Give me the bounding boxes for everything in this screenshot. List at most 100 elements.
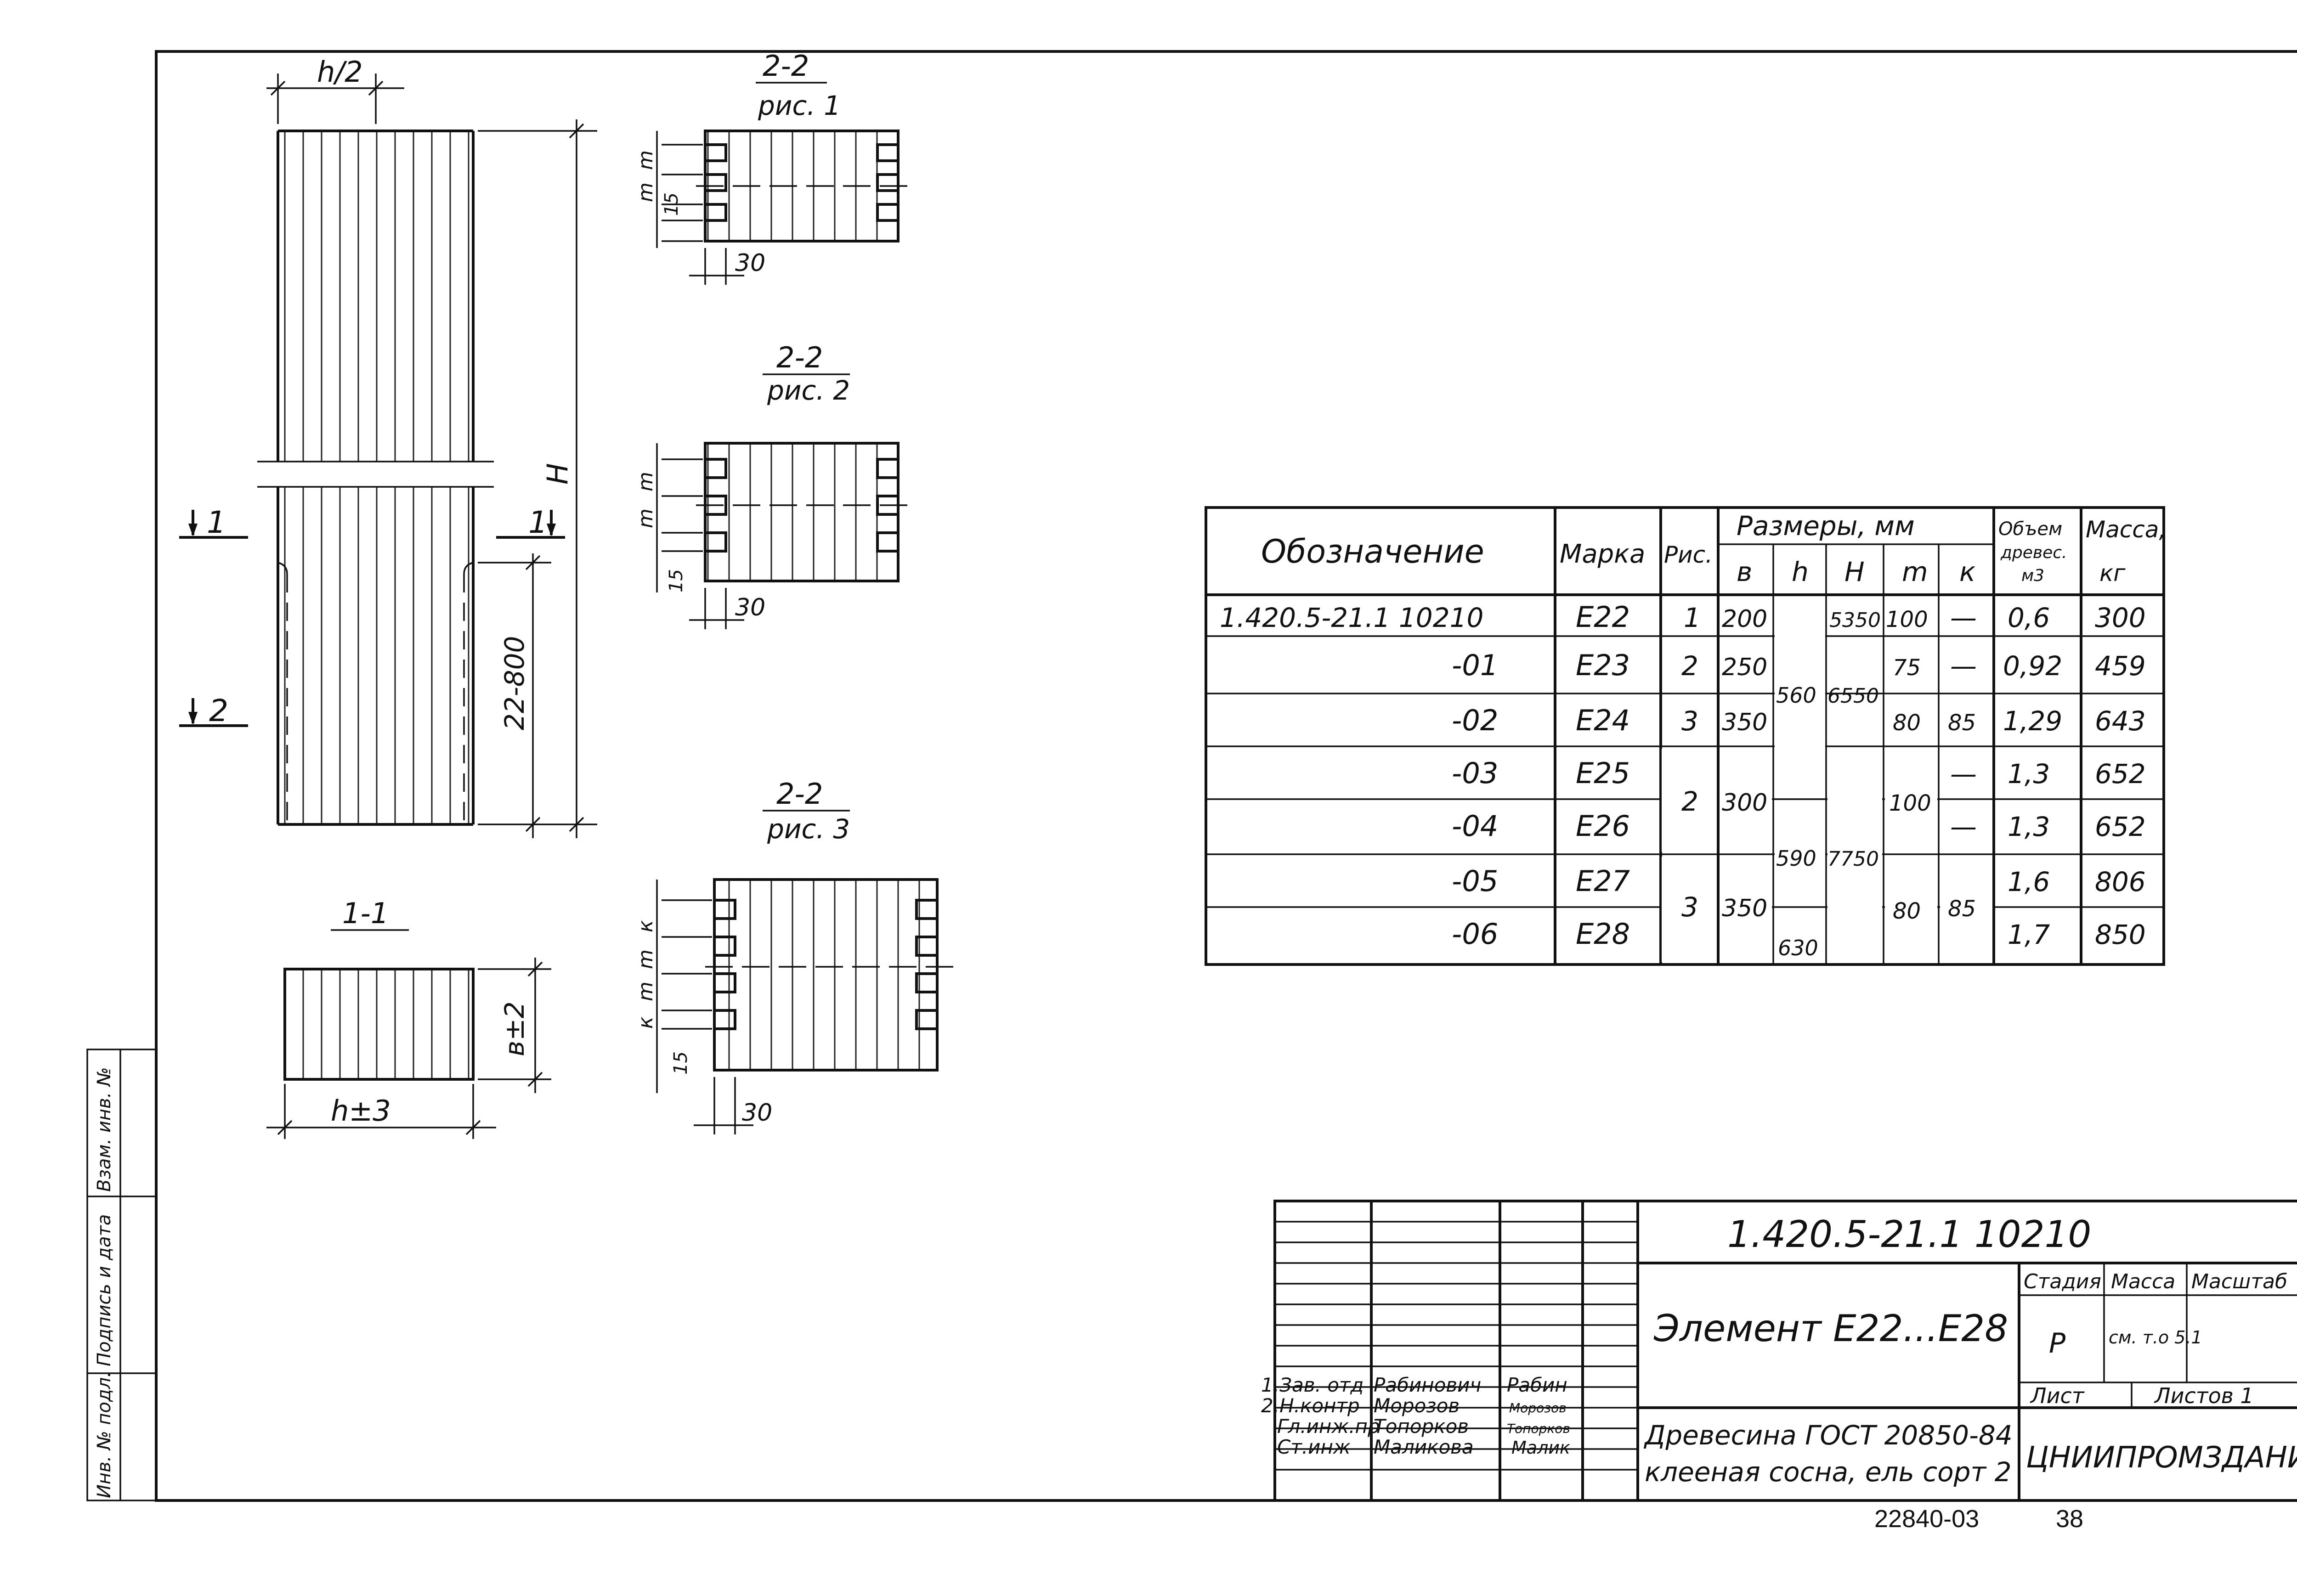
sig-name: Рабинович: [1374, 1374, 1481, 1396]
cell-H-r47: 7750: [1827, 847, 1879, 871]
signature-row: Ст.инж Маликова Малик: [1277, 1436, 1570, 1458]
table-row: -01 Е23 0,92 459: [1452, 649, 2146, 682]
cell-volume: 0,6: [2008, 602, 2050, 633]
cell-mark: Е27: [1576, 864, 1630, 898]
material-line2: клееная сосна, ель сорт 2: [1645, 1456, 2012, 1488]
cell-mass: 652: [2095, 758, 2146, 790]
element-title: Элемент Е22...Е28: [1653, 1307, 2008, 1350]
cut-mark-1-right: 1: [528, 505, 548, 540]
org-name: ЦНИИПРОМЗДАНИЙ: [2026, 1440, 2297, 1475]
dim-h-half: h/2: [317, 55, 363, 89]
signature-row: 1.Зав. отд Рабинович Рабин: [1261, 1374, 1567, 1396]
cut-mark-1-left: 1: [207, 505, 226, 540]
section-2-2-fig3: 2-2 рис. 3 к m m к 15 30: [634, 777, 956, 1134]
cell-designation: 1.420.5-21.1 10210: [1220, 602, 1483, 633]
fig2-30: 30: [735, 594, 765, 621]
material-line1: Древесина ГОСТ 20850-84: [1643, 1420, 2013, 1451]
cell-designation: -04: [1452, 809, 1498, 843]
fig3-m2: m: [634, 981, 657, 1001]
table-row: -05 Е27 1,6 806: [1452, 864, 2146, 898]
fig3-k1: к: [634, 920, 657, 932]
table-row: -06 Е28 1,7 850: [1452, 917, 2146, 951]
sig-sign: Рабин: [1507, 1374, 1567, 1396]
fig3-30: 30: [742, 1099, 772, 1127]
fig3-15: 15: [670, 1051, 691, 1075]
cell-mark: Е26: [1576, 809, 1630, 843]
th-mass-unit: кг: [2099, 560, 2126, 587]
section-fig1-title: 2-2: [763, 49, 809, 83]
cell-h-r13: 560: [1776, 683, 1816, 708]
cell-mass: 652: [2095, 811, 2146, 842]
table-row: -03 Е25 1,3 652: [1452, 756, 2146, 790]
table-row: -02 Е24 1,29 643: [1452, 704, 2146, 737]
cell-h-r7: 630: [1778, 936, 1818, 960]
sig-name: Морозов: [1374, 1394, 1460, 1417]
cell-mark: Е25: [1576, 756, 1630, 790]
dim-range: 22-800: [499, 636, 530, 730]
scale-label: Масштаб: [2191, 1270, 2287, 1293]
side-label-sign-date: Подпись и дата: [94, 1214, 115, 1366]
cell-k-r1: —: [1950, 602, 1977, 633]
table-row: -04 Е26 1,3 652: [1452, 809, 2146, 843]
cell-mark: Е22: [1576, 600, 1630, 634]
section-fig2-subtitle: рис. 2: [767, 375, 850, 406]
dim-h3: h±3: [331, 1094, 391, 1128]
th-b: в: [1737, 556, 1752, 587]
cell-fig-r1: 1: [1684, 602, 1701, 633]
sheets-label: Листов 1: [2154, 1383, 2254, 1408]
title-block: 1.420.5-21.1 10210 Элемент Е22...Е28 Дре…: [1261, 1200, 2297, 1502]
cell-m-r3: 80: [1893, 710, 1921, 736]
sig-sign: Топорков: [1507, 1421, 1570, 1436]
cell-designation: -02: [1452, 704, 1498, 737]
cell-volume: 0,92: [2003, 650, 2062, 682]
sig-role: Ст.инж: [1277, 1436, 1351, 1458]
inventory-number: 22840-03: [1874, 1505, 1979, 1533]
signature-row: 2.Н.контр Морозов Морозов: [1261, 1394, 1567, 1417]
cell-mark: Е28: [1576, 917, 1630, 951]
sheet-frame: [86, 50, 2297, 1502]
cell-k-r5: —: [1950, 811, 1977, 842]
cell-mass: 806: [2095, 866, 2146, 897]
th-designation: Обозначение: [1261, 533, 1484, 570]
cell-mass: 643: [2095, 705, 2146, 737]
cell-volume: 1,3: [2008, 811, 2050, 842]
fig2-m2: m: [634, 508, 657, 528]
sig-role: 1.Зав. отд: [1261, 1374, 1363, 1396]
cell-volume: 1,29: [2003, 705, 2062, 737]
fig1-m2: m: [634, 182, 657, 202]
section-fig1-subtitle: рис. 1: [758, 90, 841, 121]
th-fig: Рис.: [1664, 541, 1713, 568]
section-fig3-title: 2-2: [776, 777, 823, 811]
cell-designation: -03: [1452, 756, 1498, 790]
cell-volume: 1,3: [2008, 758, 2050, 790]
cell-mark: Е23: [1576, 649, 1630, 682]
elevation-dimensions: h/2 H 22-800 1 1 2: [179, 55, 597, 838]
side-label-replace: Взам. инв. №: [94, 1067, 115, 1192]
cell-designation: -06: [1452, 917, 1498, 951]
doc-code: 1.420.5-21.1 10210: [1727, 1213, 2091, 1256]
cell-volume: 1,7: [2008, 919, 2050, 950]
cell-b-r2: 250: [1722, 654, 1767, 681]
cell-mass: 850: [2095, 919, 2146, 950]
cell-h-r46: 590: [1776, 846, 1816, 871]
cell-fig-r3: 3: [1681, 705, 1698, 737]
cell-H-r1: 5350: [1829, 609, 1881, 632]
cell-m-r2: 75: [1893, 655, 1921, 681]
th-mass: Масса,: [2086, 516, 2166, 543]
th-h: h: [1792, 556, 1809, 587]
cell-mark: Е24: [1576, 704, 1630, 737]
sig-name: Топорков: [1374, 1415, 1469, 1438]
sig-sign: Малик: [1511, 1438, 1570, 1458]
fig1-15: 15: [661, 192, 682, 216]
fig3-k2: к: [634, 1016, 657, 1029]
mass-label: Масса: [2111, 1270, 2175, 1293]
cell-b-r3: 350: [1722, 709, 1767, 736]
cell-designation: -05: [1452, 864, 1498, 898]
cell-fig-r45: 2: [1681, 786, 1698, 817]
sheet-code: 38: [2056, 1505, 2083, 1533]
sig-name: Маликова: [1374, 1436, 1474, 1458]
mass-value: см. т.о 5.1: [2109, 1327, 2202, 1348]
sig-sign: Морозов: [1509, 1400, 1567, 1416]
stage-label: Стадия: [2024, 1270, 2101, 1293]
